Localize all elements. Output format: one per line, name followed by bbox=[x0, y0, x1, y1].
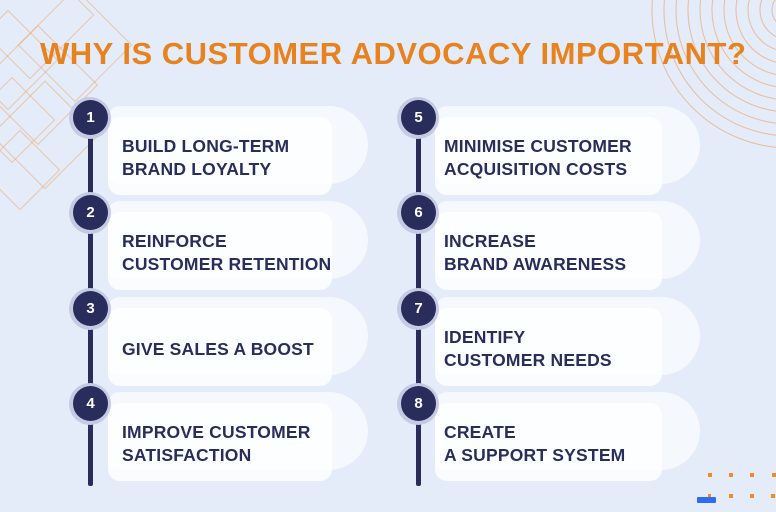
card-cap-layer bbox=[108, 106, 368, 184]
blue-bar bbox=[697, 497, 716, 503]
card-body-layer bbox=[108, 117, 332, 195]
page-title: WHY IS CUSTOMER ADVOCACY IMPORTANT? bbox=[40, 36, 747, 71]
card-cap-layer bbox=[435, 106, 700, 184]
card-body-layer bbox=[108, 212, 332, 290]
card-body-layer bbox=[108, 308, 332, 386]
timeline-right bbox=[416, 118, 421, 486]
card-body-layer bbox=[435, 308, 662, 386]
timeline-left bbox=[88, 118, 93, 486]
card-cap-layer bbox=[108, 392, 368, 470]
card-body-layer bbox=[435, 212, 662, 290]
card-body-layer bbox=[108, 403, 332, 481]
diamond-pattern bbox=[0, 0, 133, 211]
card-cap-layer bbox=[435, 392, 700, 470]
item-label: CREATE A SUPPORT SYSTEM bbox=[444, 422, 626, 465]
card-cap-layer bbox=[435, 201, 700, 279]
card-body-layer bbox=[435, 403, 662, 481]
item-label: IMPROVE CUSTOMER SATISFACTION bbox=[122, 422, 311, 465]
item-label: REINFORCE CUSTOMER RETENTION bbox=[122, 231, 332, 274]
item-label: INCREASE BRAND AWARENESS bbox=[444, 231, 627, 274]
dot-grid bbox=[708, 473, 776, 498]
card-cap-layer bbox=[108, 201, 368, 279]
contour-pattern bbox=[651, 0, 776, 148]
card-cap-layer bbox=[108, 297, 368, 375]
card-cap-layer bbox=[435, 297, 700, 375]
card-body-layer bbox=[435, 117, 662, 195]
item-label: IDENTIFY CUSTOMER NEEDS bbox=[444, 327, 612, 370]
item-label: BUILD LONG-TERM BRAND LOYALTY bbox=[122, 136, 290, 179]
item-label: MINIMISE CUSTOMER ACQUISITION COSTS bbox=[444, 136, 632, 179]
item-label: GIVE SALES A BOOST bbox=[122, 338, 314, 359]
